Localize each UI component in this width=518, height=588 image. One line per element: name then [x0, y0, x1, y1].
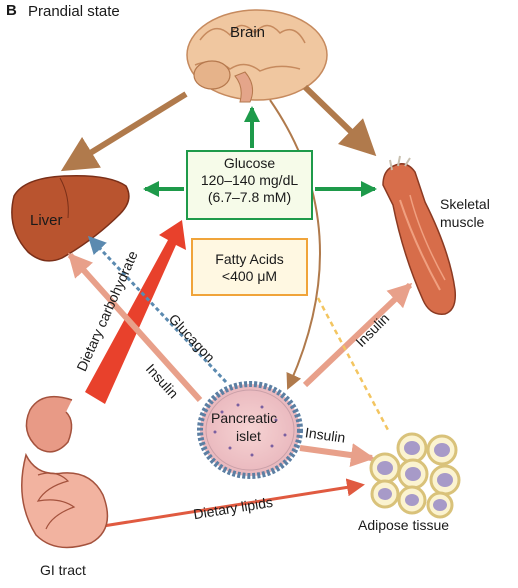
fatty-acids-box-line1: Fatty Acids	[215, 251, 284, 267]
panel-letter: B	[6, 2, 17, 19]
fatty-acids-box: Fatty Acids <400 μM	[191, 238, 308, 296]
skeletal-muscle-illustration	[382, 155, 457, 315]
insulin-arrows	[67, 252, 413, 467]
brain-illustration	[186, 9, 328, 103]
skeletal-muscle-label-line1: Skeletal	[440, 196, 490, 212]
glucose-box-line2: 120–140 mg/dL	[200, 172, 299, 188]
liver-label: Liver	[30, 212, 63, 229]
brain-label: Brain	[230, 24, 266, 41]
pancreatic-islet-illustration	[197, 381, 303, 479]
panel-title: Prandial state	[28, 3, 120, 20]
pancreatic-islet-label-line1: Pancreatic	[211, 410, 278, 426]
fatty-acid-dashed-line	[316, 297, 390, 431]
glucose-box-line1: Glucose	[223, 155, 276, 171]
brain-arrows	[60, 84, 377, 390]
glucagon-arrow	[87, 235, 228, 384]
dietary-lipids-arrow	[77, 478, 365, 532]
glucose-arrows	[143, 106, 377, 197]
pancreatic-islet-label-line2: islet	[236, 428, 261, 444]
gi-tract-illustration	[21, 395, 109, 549]
carbohydrate-arrow	[85, 220, 186, 404]
adipose-tissue-label: Adipose tissue	[358, 517, 450, 533]
glucose-box: Glucose 120–140 mg/dL (6.7–7.8 mM)	[186, 150, 313, 220]
glucose-box-line3: (6.7–7.8 mM)	[207, 189, 292, 205]
fatty-acids-box-line2: <400 μM	[221, 268, 278, 284]
skeletal-muscle-label-line2: muscle	[440, 214, 485, 230]
liver-illustration	[11, 174, 130, 262]
gi-tract-label: GI tract	[40, 562, 86, 578]
adipose-tissue-illustration	[369, 432, 461, 519]
